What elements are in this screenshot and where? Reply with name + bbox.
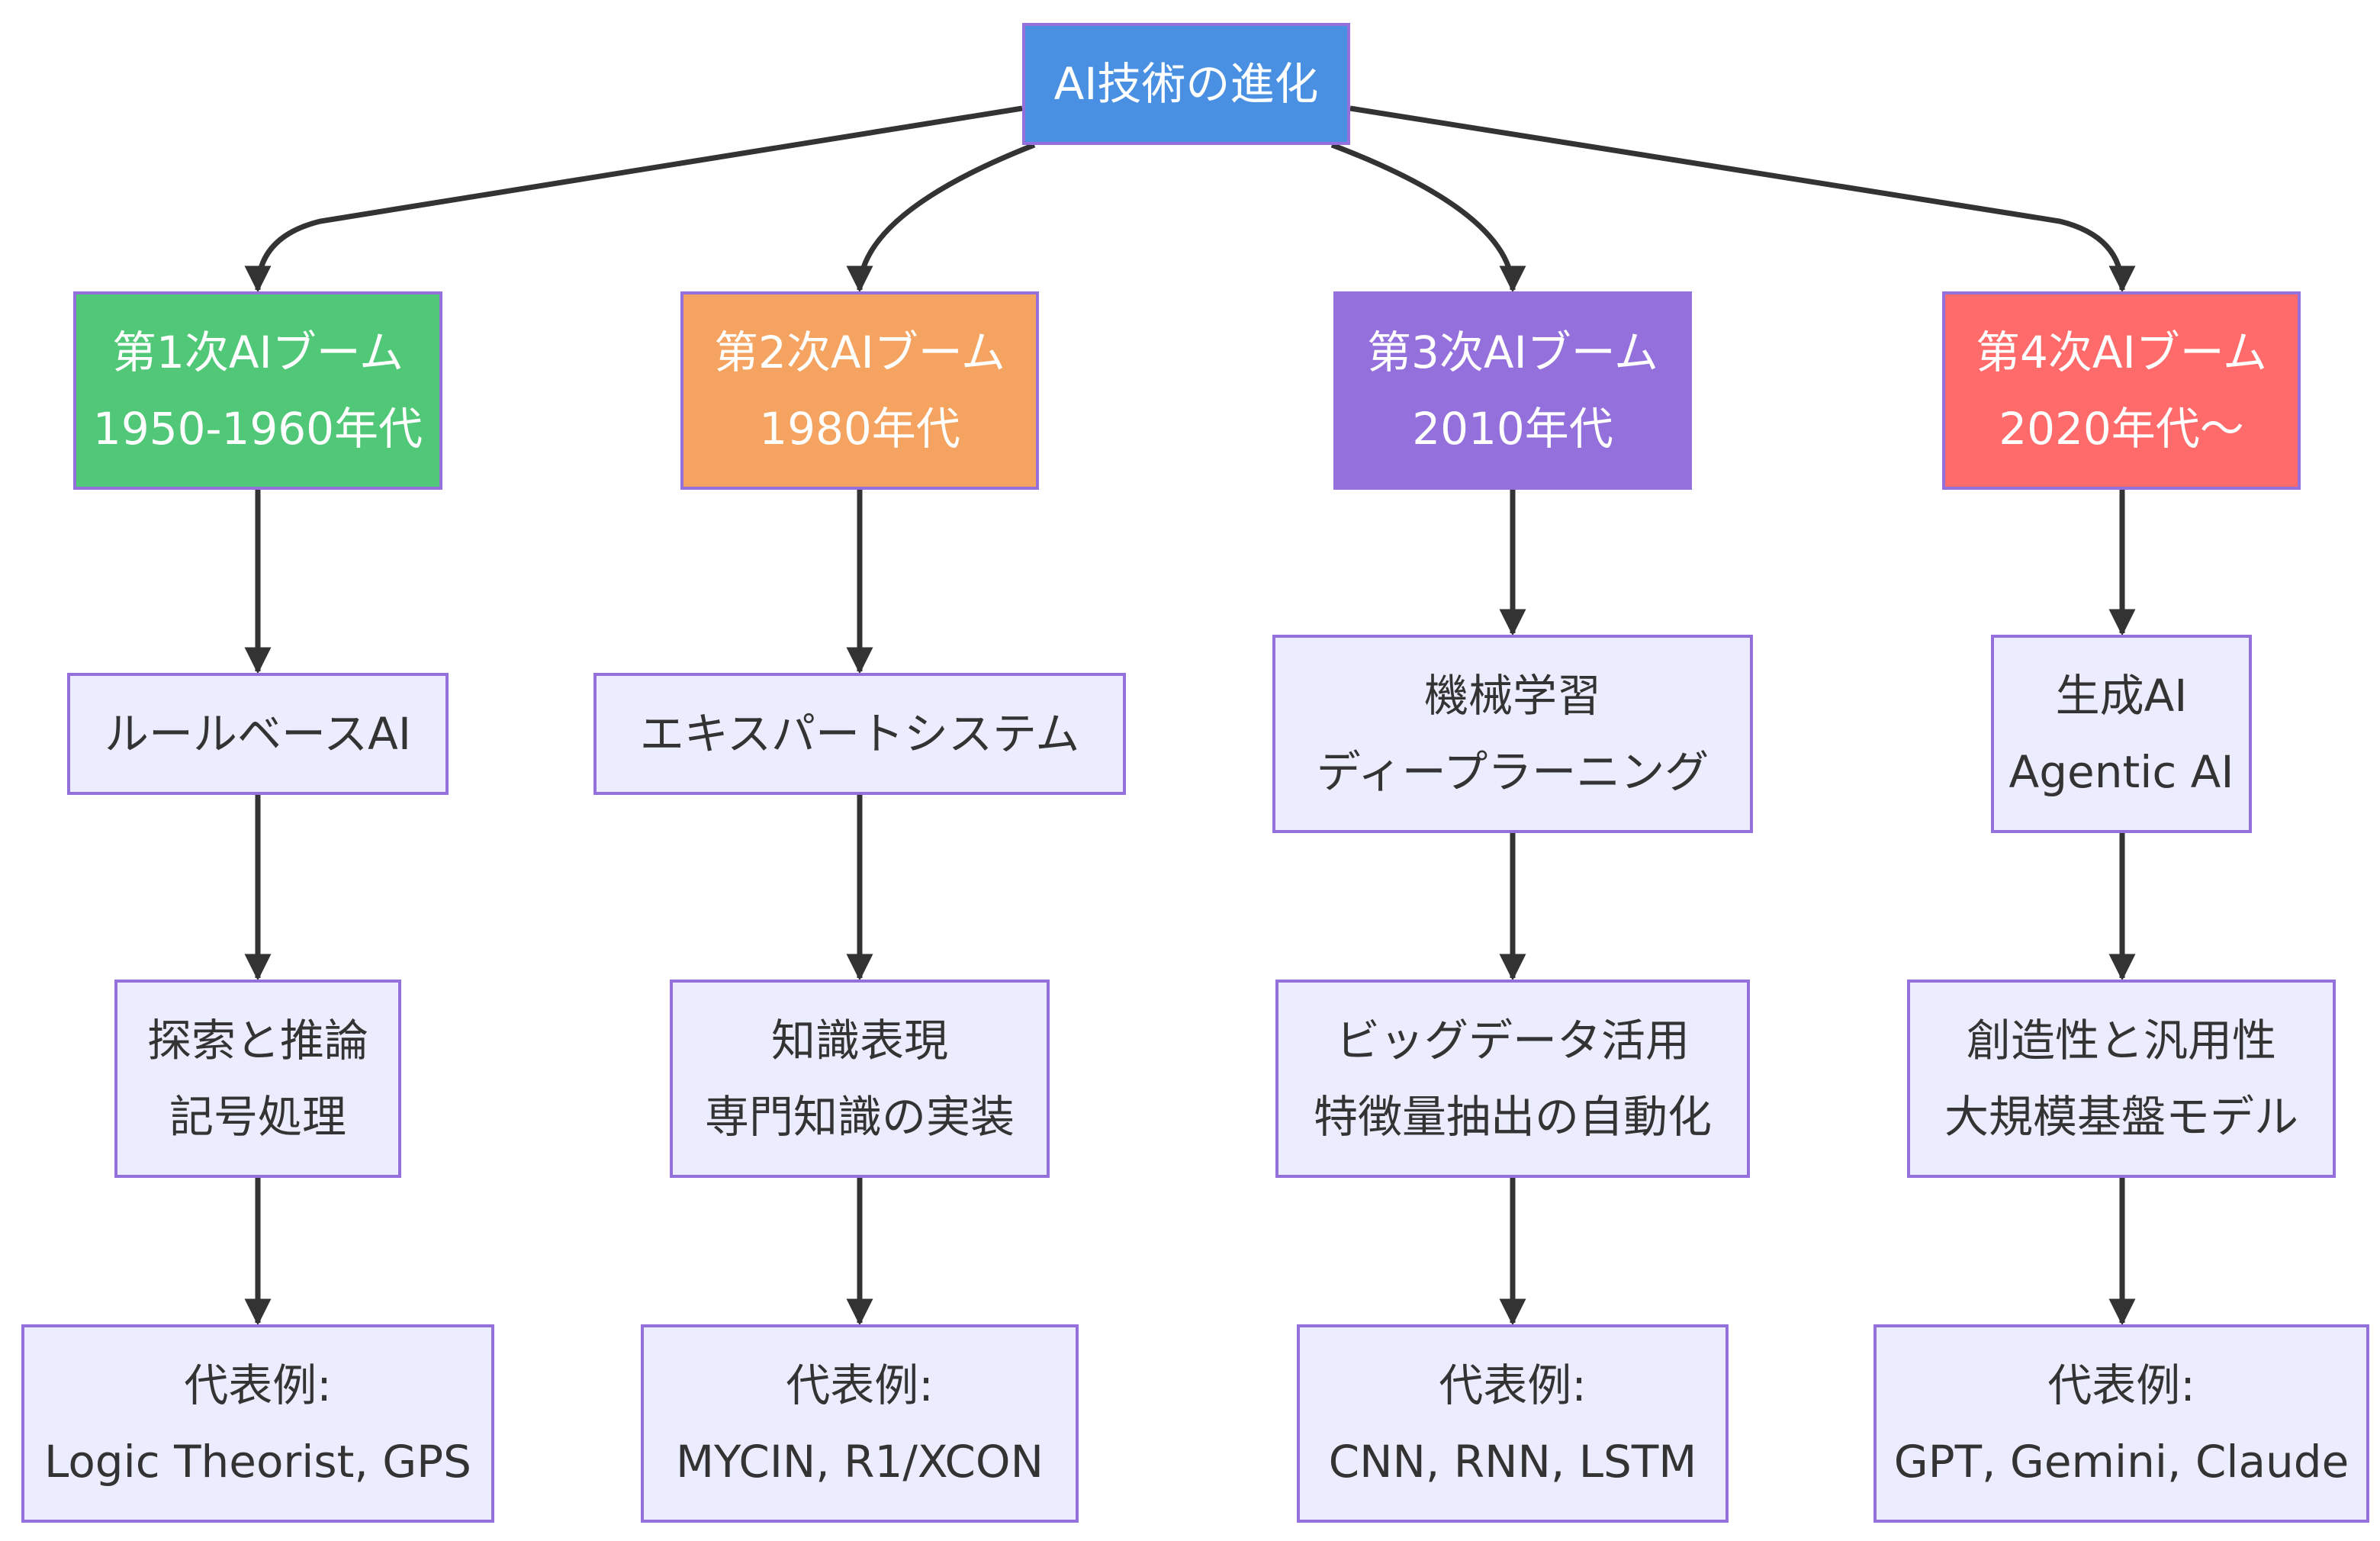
boom-4-features-line-2: 大規模基盤モデル: [1944, 1091, 2298, 1143]
boom-1-features-line-2: 記号処理: [169, 1091, 346, 1143]
boom-3-examples-line-2: CNN, RNN, LSTM: [1328, 1436, 1697, 1488]
root-label: AI技術の進化: [1053, 58, 1319, 110]
boom-3-examples-line-1: 代表例:: [1439, 1359, 1587, 1411]
boom-4-approach-line-2: Agentic AI: [2009, 746, 2234, 798]
boom-1-examples-line-2: Logic Theorist, GPS: [44, 1436, 471, 1488]
boom-4-examples-node: 代表例: GPT, Gemini, Claude: [1873, 1324, 2369, 1523]
boom-3-node: 第3次AIブーム 2010年代: [1333, 291, 1692, 490]
boom-1-features-node: 探索と推論 記号処理: [114, 980, 401, 1178]
boom-3-features-line-1: ビッグデータ活用: [1335, 1015, 1690, 1066]
boom-3-period: 2010年代: [1412, 403, 1613, 455]
boom-1-title: 第1次AIブーム: [112, 327, 404, 378]
edge-root-to-boom-2: [846, 142, 1036, 293]
boom-3-approach-line-2: ディープラーニング: [1316, 746, 1709, 798]
boom-1-examples-node: 代表例: Logic Theorist, GPS: [21, 1324, 494, 1523]
boom-2-examples-line-2: MYCIN, R1/XCON: [676, 1436, 1044, 1488]
boom-1-node: 第1次AIブーム 1950-1960年代: [73, 291, 442, 490]
root-node-ai-evolution: AI技術の進化: [1022, 23, 1350, 145]
boom-4-title: 第4次AIブーム: [1976, 327, 2267, 378]
boom-3-approach-node: 機械学習 ディープラーニング: [1272, 635, 1753, 833]
boom-3-features-line-2: 特徴量抽出の自動化: [1313, 1091, 1712, 1143]
boom-2-features-line-2: 専門知識の実装: [704, 1091, 1015, 1143]
boom-1-features-line-1: 探索と推論: [146, 1015, 368, 1066]
boom-1-approach-node: ルールベースAI: [67, 673, 449, 795]
boom-2-examples-line-1: 代表例:: [786, 1359, 934, 1411]
boom-4-approach-node: 生成AI Agentic AI: [1991, 635, 2252, 833]
boom-3-title: 第3次AIブーム: [1367, 327, 1658, 378]
boom-2-title: 第2次AIブーム: [714, 327, 1005, 378]
boom-4-examples-line-1: 代表例:: [2047, 1359, 2195, 1411]
boom-2-node: 第2次AIブーム 1980年代: [680, 291, 1039, 490]
boom-3-approach-line-1: 機械学習: [1423, 670, 1601, 722]
boom-3-examples-node: 代表例: CNN, RNN, LSTM: [1297, 1324, 1729, 1523]
boom-2-features-line-1: 知識表現: [770, 1015, 948, 1066]
boom-2-features-node: 知識表現 専門知識の実装: [670, 980, 1050, 1178]
boom-1-period: 1950-1960年代: [92, 403, 423, 455]
boom-4-features-line-1: 創造性と汎用性: [1966, 1015, 2276, 1066]
boom-2-approach-node: エキスパートシステム: [593, 673, 1126, 795]
boom-1-examples-line-1: 代表例:: [184, 1359, 332, 1411]
boom-4-examples-line-2: GPT, Gemini, Claude: [1893, 1436, 2349, 1488]
edge-root-to-boom-1: [244, 105, 1023, 293]
boom-4-features-node: 創造性と汎用性 大規模基盤モデル: [1907, 980, 2336, 1178]
boom-2-approach-line-1: エキスパートシステム: [639, 708, 1080, 760]
boom-4-period: 2020年代～: [1999, 403, 2244, 455]
boom-1-approach-line-1: ルールベースAI: [105, 708, 411, 760]
boom-4-node: 第4次AIブーム 2020年代～: [1942, 291, 2301, 490]
boom-2-period: 1980年代: [759, 403, 960, 455]
boom-3-features-node: ビッグデータ活用 特徴量抽出の自動化: [1275, 980, 1750, 1178]
boom-4-approach-line-1: 生成AI: [2055, 670, 2188, 722]
edge-root-to-boom-3: [1330, 142, 1526, 293]
edge-root-to-boom-4: [1349, 105, 2136, 293]
boom-2-examples-node: 代表例: MYCIN, R1/XCON: [641, 1324, 1079, 1523]
